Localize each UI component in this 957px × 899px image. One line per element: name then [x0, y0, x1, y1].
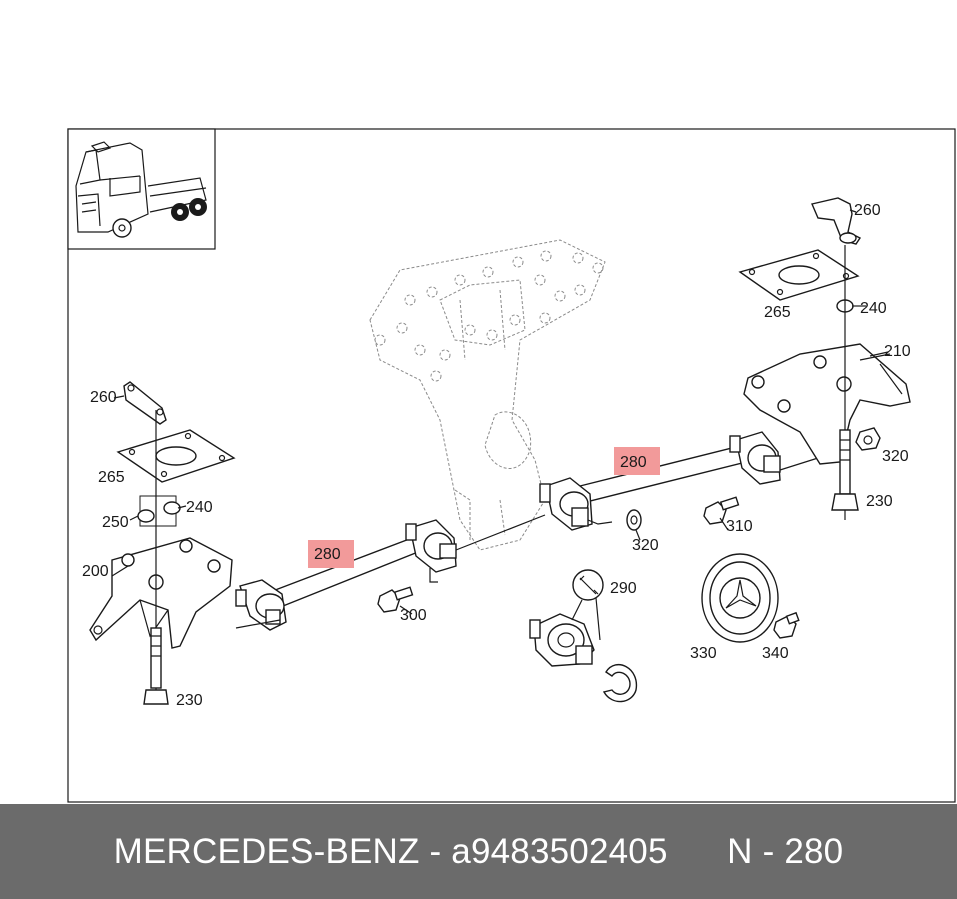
callout-280-lower: 280 [314, 546, 341, 563]
caption-text: MERCEDES-BENZ - a9483502405 N - 280 [113, 831, 844, 871]
callout-230-right: 230 [866, 493, 893, 510]
screw-340 [773, 611, 800, 639]
callout-265-left: 265 [98, 469, 125, 486]
washer-320 [626, 509, 642, 531]
callout-240-right: 240 [860, 300, 887, 317]
callout-300: 300 [400, 607, 427, 624]
callout-340: 340 [762, 645, 789, 662]
callout-200: 200 [82, 563, 109, 580]
torque-rod-lower [235, 519, 457, 631]
right-mount-assembly [738, 197, 911, 520]
callout-330: 330 [690, 645, 717, 662]
callout-265-right: 265 [764, 304, 791, 321]
highlight-280-lower [308, 540, 354, 568]
hub-cover-330 [701, 553, 779, 643]
left-mount-assembly [89, 381, 236, 705]
callout-240-left: 240 [186, 499, 213, 516]
bushing-kit-290 [529, 569, 638, 703]
caption-bar: MERCEDES-BENZ - a9483502405 N - 280 [0, 804, 957, 899]
truck-thumbnail [67, 128, 216, 250]
diagram-frame [67, 128, 956, 803]
callout-250: 250 [102, 514, 129, 531]
callout-320-left: 320 [632, 537, 659, 554]
bolt-300 [377, 586, 414, 613]
leader-lines [111, 209, 891, 615]
callout-320-right: 320 [882, 448, 909, 465]
callout-260-left: 260 [90, 389, 117, 406]
callout-280-upper: 280 [620, 454, 647, 471]
callout-260-right: 260 [854, 202, 881, 219]
callout-290: 290 [610, 580, 637, 597]
parts-diagram: 260 265 240 250 200 230 280 300 280 320 … [67, 128, 956, 803]
callout-210: 210 [884, 343, 911, 360]
callout-310: 310 [726, 518, 753, 535]
highlight-280-upper [614, 447, 660, 475]
callout-230-left: 230 [176, 692, 203, 709]
torque-rod-upper [539, 431, 781, 531]
